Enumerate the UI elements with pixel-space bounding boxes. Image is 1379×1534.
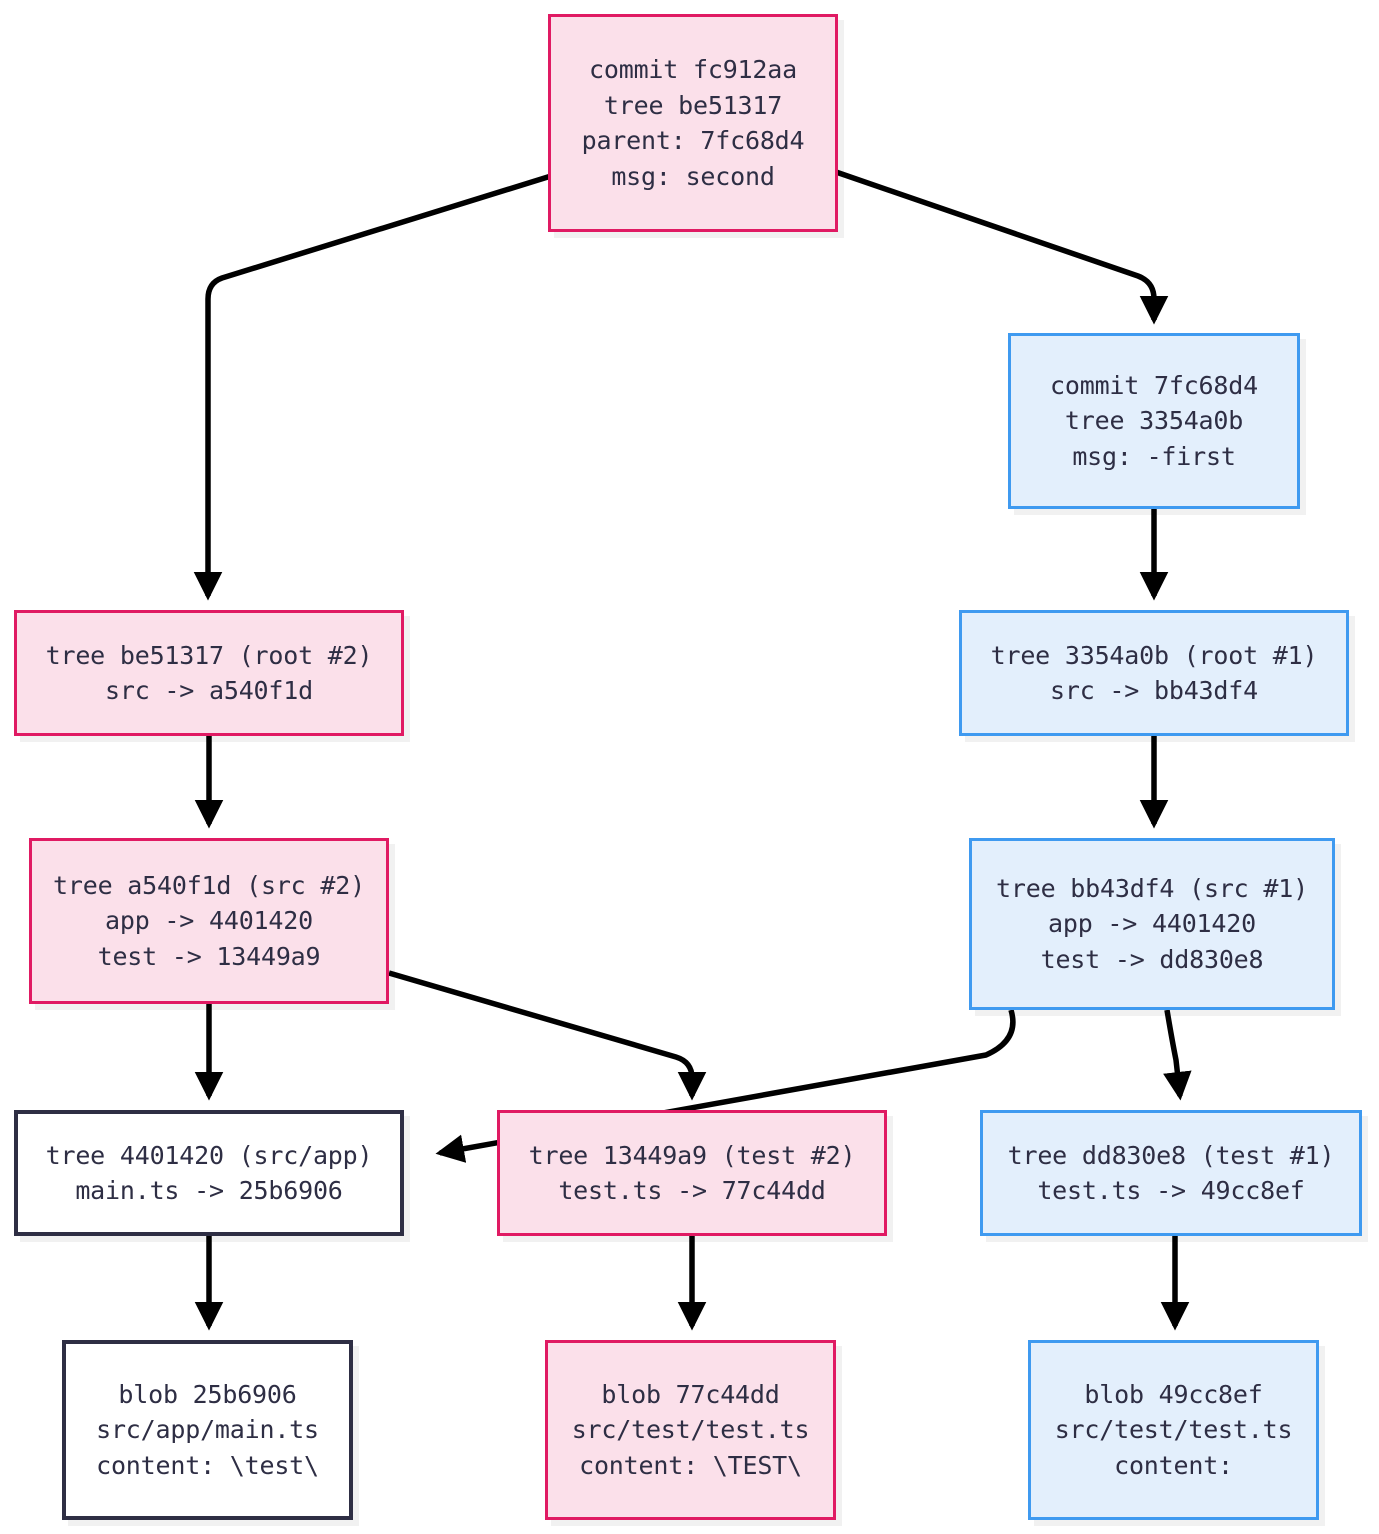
node-line: test.ts -> 77c44dd xyxy=(558,1176,826,1205)
node-line: content: \test\ xyxy=(96,1450,319,1480)
node-line: tree bb43df4 (src #1) xyxy=(996,873,1308,903)
node-line: src -> bb43df4 xyxy=(1050,676,1258,705)
node-line: blob 25b6906 xyxy=(118,1379,297,1409)
node-tree-bb43df4[interactable]: tree bb43df4 (src #1) app -> 4401420 tes… xyxy=(969,838,1335,1010)
node-blob-25b6906[interactable]: blob 25b6906 src/app/main.ts content: \t… xyxy=(62,1340,353,1520)
node-line: tree 3354a0b xyxy=(1064,406,1244,436)
node-line: src -> a540f1d xyxy=(105,676,313,705)
edge-a540f1d-to-13449a9 xyxy=(388,970,707,1101)
node-line: parent: 7fc68d4 xyxy=(581,126,805,155)
node-tree-3354a0b[interactable]: tree 3354a0b (root #1) src -> bb43df4 xyxy=(959,610,1349,736)
node-blob-77c44dd[interactable]: blob 77c44dd src/test/test.ts content: \… xyxy=(545,1340,836,1520)
node-line: test -> 13449a9 xyxy=(97,941,321,971)
node-tree-13449a9[interactable]: tree 13449a9 (test #2) test.ts -> 77c44d… xyxy=(497,1110,887,1236)
node-line: content: xyxy=(1114,1450,1233,1480)
node-line: content: \TEST\ xyxy=(579,1450,802,1480)
node-line: src/app/main.ts xyxy=(96,1415,319,1445)
node-line: app -> 4401420 xyxy=(105,906,313,936)
node-line: tree 3354a0b (root #1) xyxy=(990,640,1318,670)
node-blob-49cc8ef[interactable]: blob 49cc8ef src/test/test.ts content: xyxy=(1028,1340,1319,1520)
edge-bb43df4-to-4401420 xyxy=(435,1009,1016,1163)
edge-fc912aa-to-be51317 xyxy=(193,173,552,601)
node-line: src/test/test.ts xyxy=(1054,1415,1293,1445)
node-tree-a540f1d[interactable]: tree a540f1d (src #2) app -> 4401420 tes… xyxy=(29,838,389,1004)
node-line: main.ts -> 25b6906 xyxy=(75,1176,343,1205)
node-line: tree a540f1d (src #2) xyxy=(53,870,365,900)
node-line: commit fc912aa xyxy=(589,55,797,84)
node-line: msg: second xyxy=(611,161,775,191)
node-commit-7fc68d4[interactable]: commit 7fc68d4 tree 3354a0b msg: -first xyxy=(1008,333,1300,509)
edge-bb43df4-to-dd830e8 xyxy=(1163,1009,1192,1101)
node-line: app -> 4401420 xyxy=(1048,909,1256,939)
node-line: test -> dd830e8 xyxy=(1040,944,1264,974)
node-line: blob 49cc8ef xyxy=(1084,1379,1263,1409)
node-tree-be51317[interactable]: tree be51317 (root #2) src -> a540f1d xyxy=(14,610,404,736)
node-line: test.ts -> 49cc8ef xyxy=(1037,1176,1305,1205)
node-tree-dd830e8[interactable]: tree dd830e8 (test #1) test.ts -> 49cc8e… xyxy=(980,1110,1362,1236)
node-line: blob 77c44dd xyxy=(601,1379,780,1409)
node-line: tree 13449a9 (test #2) xyxy=(528,1140,856,1170)
node-line: tree be51317 (root #2) xyxy=(45,640,373,670)
node-line: tree be51317 xyxy=(603,90,783,120)
node-line: commit 7fc68d4 xyxy=(1050,370,1258,400)
node-line: tree dd830e8 (test #1) xyxy=(1007,1140,1335,1170)
edge-fc912aa-to-7fc68d4 xyxy=(835,169,1169,325)
node-commit-fc912aa[interactable]: commit fc912aa tree be51317 parent: 7fc6… xyxy=(548,14,838,232)
node-tree-4401420[interactable]: tree 4401420 (src/app) main.ts -> 25b690… xyxy=(14,1110,404,1236)
node-line: src/test/test.ts xyxy=(571,1415,810,1445)
node-line: msg: -first xyxy=(1072,441,1236,471)
node-line: tree 4401420 (src/app) xyxy=(45,1140,373,1170)
